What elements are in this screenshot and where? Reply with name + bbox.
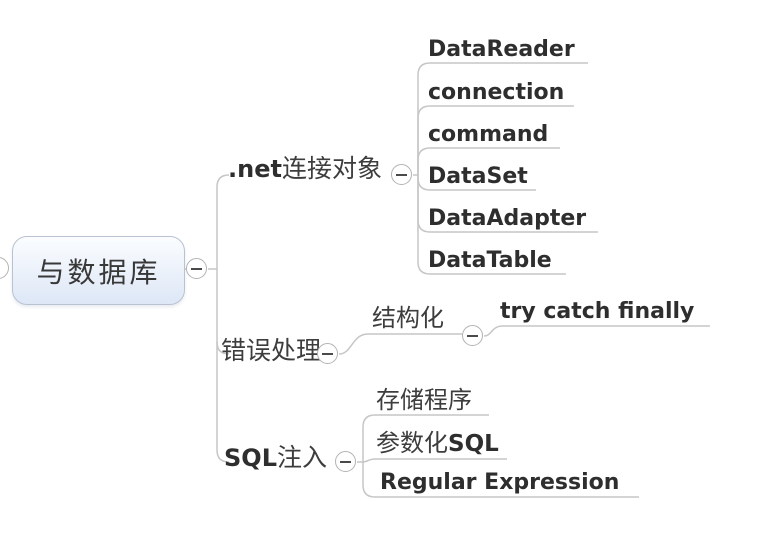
node-stored-procedure-label: 存储程序	[376, 386, 472, 414]
edge-trunk-net	[216, 174, 230, 269]
minus-icon	[396, 173, 407, 176]
node-datareader[interactable]: DataReader	[428, 37, 575, 62]
edge-trunk-sql	[216, 269, 230, 463]
edge-err-struct	[338, 333, 462, 355]
edge-sql-stored	[362, 414, 489, 462]
node-net-label-cjk: 连接对象	[281, 154, 382, 183]
node-root[interactable]: 与数据库	[12, 236, 185, 305]
node-try-catch-finally[interactable]: try catch finally	[500, 299, 695, 324]
node-net-connection-objects[interactable]: .net连接对象	[228, 154, 382, 184]
node-sql-label-cjk: 注入	[276, 443, 327, 472]
node-connection[interactable]: connection	[428, 80, 565, 105]
node-error-handling[interactable]: 错误处理	[221, 336, 321, 366]
fold-root-collapse-button[interactable]	[186, 258, 207, 279]
node-command[interactable]: command	[428, 122, 549, 147]
edge-sql-param	[362, 458, 507, 463]
node-param-label-cjk: 参数化	[376, 429, 448, 457]
node-parameterized-sql[interactable]: 参数化SQL	[376, 429, 499, 458]
node-net-label-latin: .net	[228, 155, 282, 183]
fold-err-collapse-button[interactable]	[317, 343, 338, 364]
minus-icon	[191, 267, 202, 270]
node-dataset[interactable]: DataSet	[428, 164, 528, 189]
node-datatable[interactable]: DataTable	[428, 248, 552, 273]
minus-icon	[322, 352, 333, 355]
node-structured[interactable]: 结构化	[372, 304, 444, 332]
root-label: 与数据库	[36, 255, 161, 289]
edge-net-command	[417, 147, 560, 175]
node-regular-expression[interactable]: Regular Expression	[380, 470, 620, 495]
node-param-label-latin: SQL	[448, 431, 499, 457]
edge-struct-try	[483, 325, 710, 337]
node-sql-injection[interactable]: SQL注入	[224, 443, 327, 473]
node-dataadapter[interactable]: DataAdapter	[428, 206, 587, 231]
fold-net-collapse-button[interactable]	[391, 164, 412, 185]
node-structured-label: 结构化	[372, 304, 444, 332]
node-stored-procedure[interactable]: 存储程序	[376, 386, 472, 414]
edge-sql-regex	[362, 462, 639, 498]
minus-icon	[340, 460, 351, 463]
node-sql-label-latin: SQL	[224, 444, 277, 472]
fold-sql-collapse-button[interactable]	[335, 451, 356, 472]
edge-net-datareader	[417, 62, 588, 175]
edge-net-datatable	[417, 175, 566, 275]
edge-net-connection	[417, 105, 574, 175]
fold-struct-collapse-button[interactable]	[462, 325, 483, 346]
minus-icon	[467, 334, 478, 337]
node-error-handling-label: 错误处理	[221, 336, 322, 365]
